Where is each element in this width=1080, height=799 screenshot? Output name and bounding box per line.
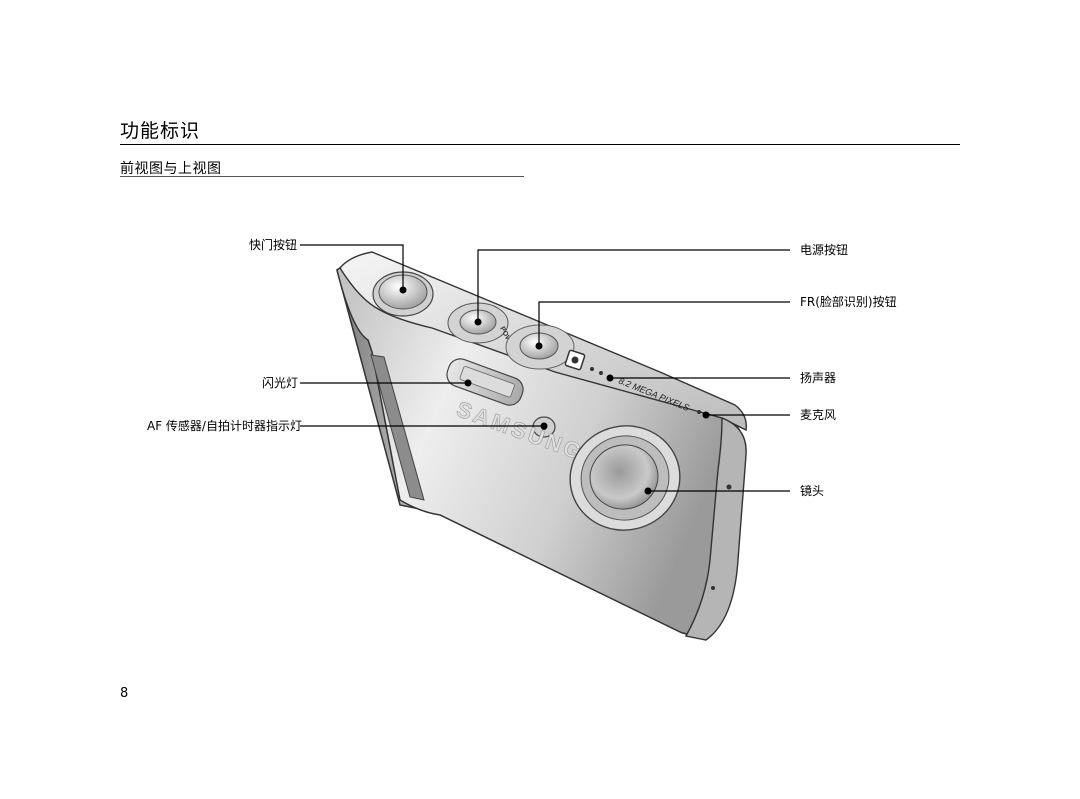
speaker-hole <box>599 371 603 375</box>
label-microphone: 麦克风 <box>800 408 837 422</box>
strap-eyelet <box>711 586 715 590</box>
strap-eyelet <box>726 484 732 490</box>
label-fr-button: FR(脸部识别)按钮 <box>800 295 897 309</box>
label-shutter-button: 快门按钮 <box>249 238 298 252</box>
page-title: 功能标识 <box>120 120 201 142</box>
label-af-sensor: AF 传感器/自拍计时器指示灯 <box>147 419 302 433</box>
callout-lines <box>300 244 790 492</box>
label-flash: 闪光灯 <box>262 376 299 390</box>
title-rule <box>120 144 960 145</box>
section-subtitle: 前视图与上视图 <box>120 161 222 177</box>
grip-groove <box>370 354 425 501</box>
flash-inner <box>459 366 515 398</box>
label-speaker: 扬声器 <box>800 371 837 385</box>
lens-glass <box>589 444 659 510</box>
camera-right-edge <box>684 416 747 641</box>
label-lens: 镜头 <box>800 484 825 498</box>
callout-dots <box>399 286 710 495</box>
face-detect-icon-face <box>571 356 579 364</box>
page-number: 8 <box>120 686 129 701</box>
speaker-hole <box>590 367 594 371</box>
mic-hole <box>697 410 701 414</box>
subtitle-rule <box>120 176 524 177</box>
label-power-button: 电源按钮 <box>800 243 849 257</box>
